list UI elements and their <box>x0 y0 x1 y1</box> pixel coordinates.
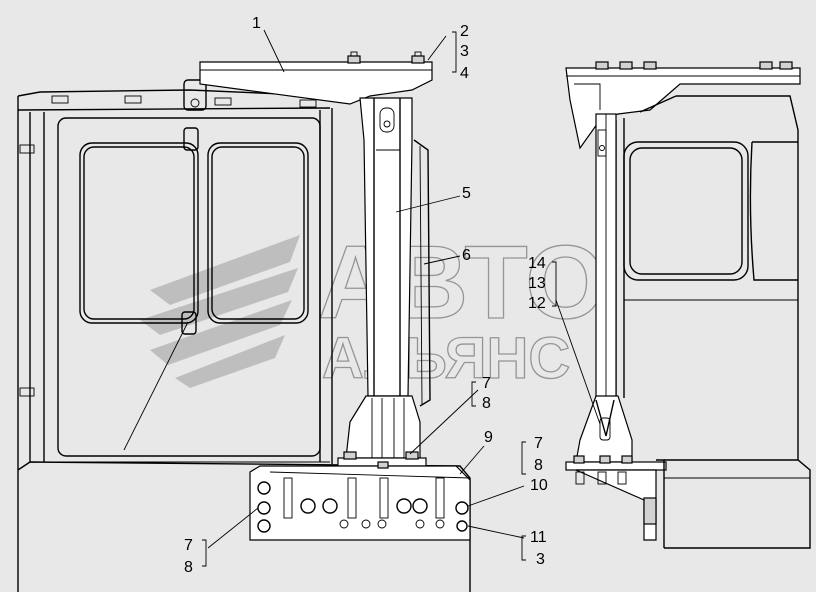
callout-2: 2 <box>460 23 469 40</box>
callout-7-lower: 7 <box>184 537 193 554</box>
left-view <box>17 51 471 592</box>
watermark-line1: АВТО <box>318 225 606 341</box>
door-handle-bottom <box>181 311 197 335</box>
callout-7-right: 7 <box>534 435 543 452</box>
cab-roof-lower <box>17 107 331 111</box>
hinge-bracket <box>183 79 207 111</box>
mounting-bracket <box>249 465 471 541</box>
callout-7-upper: 7 <box>482 375 491 392</box>
callout-8-lower: 8 <box>184 559 193 576</box>
callout-6: 6 <box>462 247 471 264</box>
door-handle-top <box>183 127 199 151</box>
callout-3-lower: 3 <box>536 551 545 568</box>
cab-window-left <box>79 142 199 324</box>
callout-9: 9 <box>484 429 493 446</box>
top-beam <box>199 61 433 105</box>
callout-11: 11 <box>530 529 547 546</box>
callout-8-right: 8 <box>534 457 543 474</box>
callout-1: 1 <box>252 15 261 32</box>
top-beam-bolts <box>347 51 425 64</box>
callout-4: 4 <box>460 65 469 82</box>
left-latch <box>19 144 35 154</box>
right-cab-outline <box>676 95 799 460</box>
vertical-post <box>359 97 413 397</box>
bracket-bolts <box>257 481 469 533</box>
callout-10: 10 <box>530 477 548 494</box>
support-rod <box>413 139 431 407</box>
watermark-line2: АЛЬЯНС <box>322 326 570 391</box>
watermark-logo-icon <box>140 235 300 388</box>
callout-12: 12 <box>528 295 546 312</box>
bracket-slots <box>283 477 445 519</box>
right-view <box>565 61 811 549</box>
callout-5: 5 <box>462 185 471 202</box>
callout-3: 3 <box>460 43 469 60</box>
right-side-bracket <box>575 469 657 541</box>
callout-14: 14 <box>528 255 546 272</box>
post-base-gusset <box>345 395 421 459</box>
callout-8-upper: 8 <box>482 395 491 412</box>
callout-13: 13 <box>528 275 546 292</box>
callout-labels: 1 2 3 4 5 6 7 8 9 7 8 10 7 8 11 3 14 13 … <box>184 15 548 576</box>
right-chassis <box>664 459 811 549</box>
roof-clips <box>51 95 317 108</box>
right-cab-window <box>623 141 749 281</box>
right-top-bolts <box>595 61 793 70</box>
left-latch-lower <box>19 387 35 397</box>
cab-window-right <box>207 142 309 324</box>
leader-lines <box>123 29 601 567</box>
